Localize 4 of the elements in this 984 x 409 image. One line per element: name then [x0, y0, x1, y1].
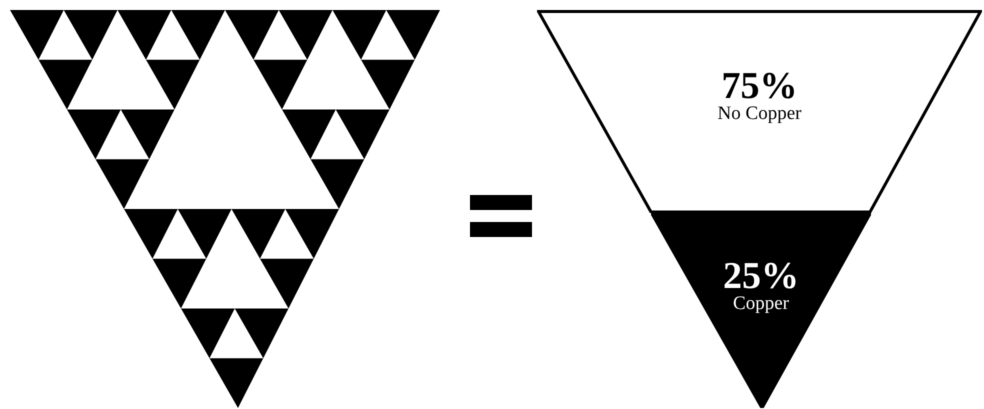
region-label: No Copper	[718, 104, 802, 124]
region-label: Copper	[733, 294, 789, 314]
percentage-value: 75%	[722, 68, 798, 104]
percentage-value: 25%	[723, 258, 799, 294]
